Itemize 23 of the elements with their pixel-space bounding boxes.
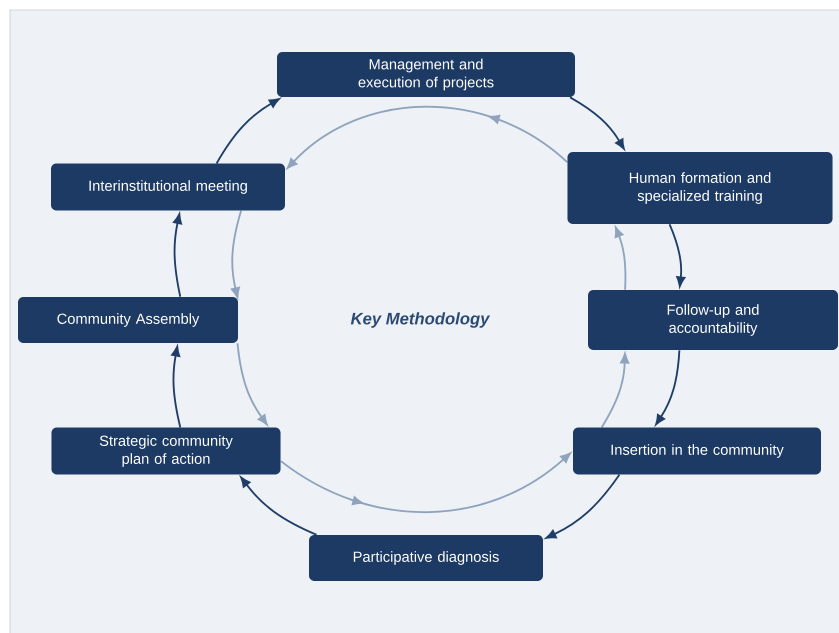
arrow	[173, 213, 182, 297]
arrow	[230, 210, 242, 298]
arrow	[216, 98, 280, 164]
process-box: Community Assembly	[18, 297, 238, 343]
arrow	[600, 352, 630, 428]
arrow	[546, 474, 620, 539]
process-box: Follow-up and accountability	[588, 290, 838, 350]
process-box: Insertion in the community	[573, 428, 821, 474]
arrow	[236, 343, 268, 426]
arrow	[280, 452, 571, 514]
process-box: Human formation and specialized training	[567, 152, 833, 224]
arrow	[171, 346, 182, 428]
arrow	[570, 96, 625, 150]
arrow	[240, 476, 317, 536]
arrow	[614, 226, 626, 290]
center-title: Key Methodology	[350, 312, 490, 328]
process-box: Management and execution of projects	[277, 52, 575, 98]
process-box: Interinstitutional meeting	[51, 164, 285, 210]
process-box: Strategic community plan of action	[51, 428, 281, 474]
arrow	[668, 224, 686, 288]
arrow	[286, 106, 568, 169]
process-box: Participative diagnosis	[309, 535, 543, 581]
arrow	[655, 350, 680, 426]
